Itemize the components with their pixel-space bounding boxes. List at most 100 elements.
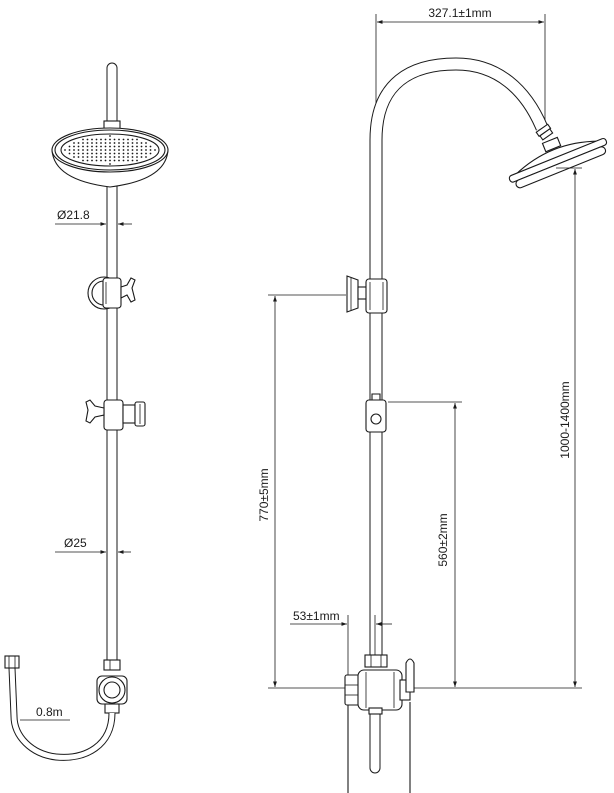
- front-slider: [85, 399, 146, 431]
- nozzle-dot: [73, 156, 75, 158]
- nozzle-dot: [127, 156, 129, 158]
- bracket-height-dimension: 770±5mm: [257, 294, 346, 689]
- inlet-lines: [347, 702, 411, 793]
- nozzle-dot: [113, 156, 116, 158]
- nozzle-dot: [95, 145, 98, 148]
- nozzle-dot: [127, 149, 129, 151]
- nozzle-dot: [73, 152, 75, 155]
- nozzle-dot: [82, 138, 84, 141]
- nozzle-dot: [131, 149, 134, 151]
- nozzle-dot: [95, 152, 98, 155]
- nozzle-dot: [109, 138, 111, 141]
- nozzle-dot: [95, 138, 98, 141]
- nozzle-dot: [109, 163, 111, 165]
- nozzle-dot: [100, 142, 102, 144]
- slider-knob-icon: [85, 399, 105, 424]
- side-shower-head: [508, 136, 608, 189]
- nozzle-dot: [127, 152, 129, 155]
- nozzle-dot: [113, 149, 116, 151]
- front-diverter-valve: [96, 659, 128, 714]
- nozzle-dot: [149, 145, 152, 148]
- arm-reach-dimension: 327.1±1mm: [375, 6, 546, 134]
- nozzle-dot: [118, 145, 120, 148]
- front-shower-head: [51, 120, 169, 188]
- nozzle-dot: [145, 142, 147, 144]
- nozzle-dot: [100, 156, 102, 158]
- hose-nut: [4, 655, 20, 669]
- nozzle-dot: [64, 149, 66, 151]
- nozzle-dot: [140, 142, 143, 144]
- nozzle-dot: [86, 138, 89, 141]
- nozzle-dot: [82, 156, 84, 158]
- nozzle-dot: [127, 159, 129, 162]
- upper-diameter-dimension: Ø21.8: [55, 208, 132, 226]
- front-view: Ø21.8 Ø25: [4, 62, 169, 761]
- side-wall-bracket: [346, 275, 388, 314]
- front-wall-bracket: [87, 276, 136, 310]
- nozzle-dot: [82, 149, 84, 151]
- nozzle-dot: [104, 138, 107, 141]
- nozzle-dot: [109, 159, 111, 162]
- nozzle-dot: [104, 159, 107, 162]
- nozzle-dot: [113, 145, 116, 148]
- nozzle-dot: [104, 152, 107, 155]
- nozzle-dot: [122, 156, 125, 158]
- nozzle-dot: [149, 152, 152, 155]
- nozzle-dot: [109, 149, 111, 151]
- nozzle-dot: [82, 142, 84, 144]
- side-riser-and-gooseneck: [369, 57, 548, 662]
- lower-diameter-label: Ø25: [64, 536, 87, 550]
- bracket-lever-icon: [120, 277, 136, 303]
- nozzle-dot: [136, 159, 138, 162]
- nozzle-dot: [122, 152, 125, 155]
- nozzle-dot: [68, 145, 71, 148]
- nozzle-dot: [145, 152, 147, 155]
- nozzle-dot: [77, 142, 80, 144]
- nozzle-dot: [154, 149, 156, 151]
- nozzle-dot: [104, 142, 107, 144]
- side-slider: [365, 393, 387, 433]
- nozzle-dot: [118, 159, 120, 162]
- nozzle-dot: [100, 152, 102, 155]
- nozzle-dot: [91, 145, 93, 148]
- nozzle-dot: [91, 142, 93, 144]
- nozzle-dot: [136, 149, 138, 151]
- nozzle-dot: [104, 145, 107, 148]
- nozzle-dot: [109, 142, 111, 144]
- nozzle-dot: [95, 149, 98, 151]
- nozzle-dot: [73, 145, 75, 148]
- nozzle-dot: [118, 152, 120, 155]
- nozzle-dot: [86, 149, 89, 151]
- nozzle-dot: [86, 152, 89, 155]
- nozzle-dot: [77, 156, 80, 158]
- nozzle-dot: [91, 149, 93, 151]
- nozzle-dot: [122, 138, 125, 141]
- nozzle-dot: [118, 138, 120, 141]
- nozzle-dot: [122, 142, 125, 144]
- nozzle-dot: [140, 156, 143, 158]
- nozzle-dot: [104, 149, 107, 151]
- slider-height-dimension: 560±2mm: [388, 401, 462, 687]
- nozzle-dot: [68, 152, 71, 155]
- nozzle-dot: [95, 142, 98, 144]
- side-mixer-valve: [344, 654, 415, 715]
- mixer-lever-icon: [405, 658, 415, 693]
- nozzle-dot: [118, 149, 120, 151]
- nozzle-dot: [131, 145, 134, 148]
- nozzle-dot: [91, 138, 93, 141]
- nozzle-dot: [77, 149, 80, 151]
- nozzle-dot: [109, 152, 111, 155]
- nozzle-dot: [113, 138, 116, 141]
- nozzle-dot: [113, 159, 116, 162]
- nozzle-dot: [131, 156, 134, 158]
- nozzle-dot: [82, 159, 84, 162]
- nozzle-dot: [131, 138, 134, 141]
- head-height-dimension: 1000-1400mm: [414, 167, 582, 689]
- nozzle-dot: [95, 156, 98, 158]
- nozzle-dot: [104, 156, 107, 158]
- nozzle-dot: [122, 145, 125, 148]
- nozzle-dot: [149, 149, 152, 151]
- inlet-offset-dimension: 53±1mm: [290, 609, 392, 675]
- slider-knob-icon: [370, 413, 382, 425]
